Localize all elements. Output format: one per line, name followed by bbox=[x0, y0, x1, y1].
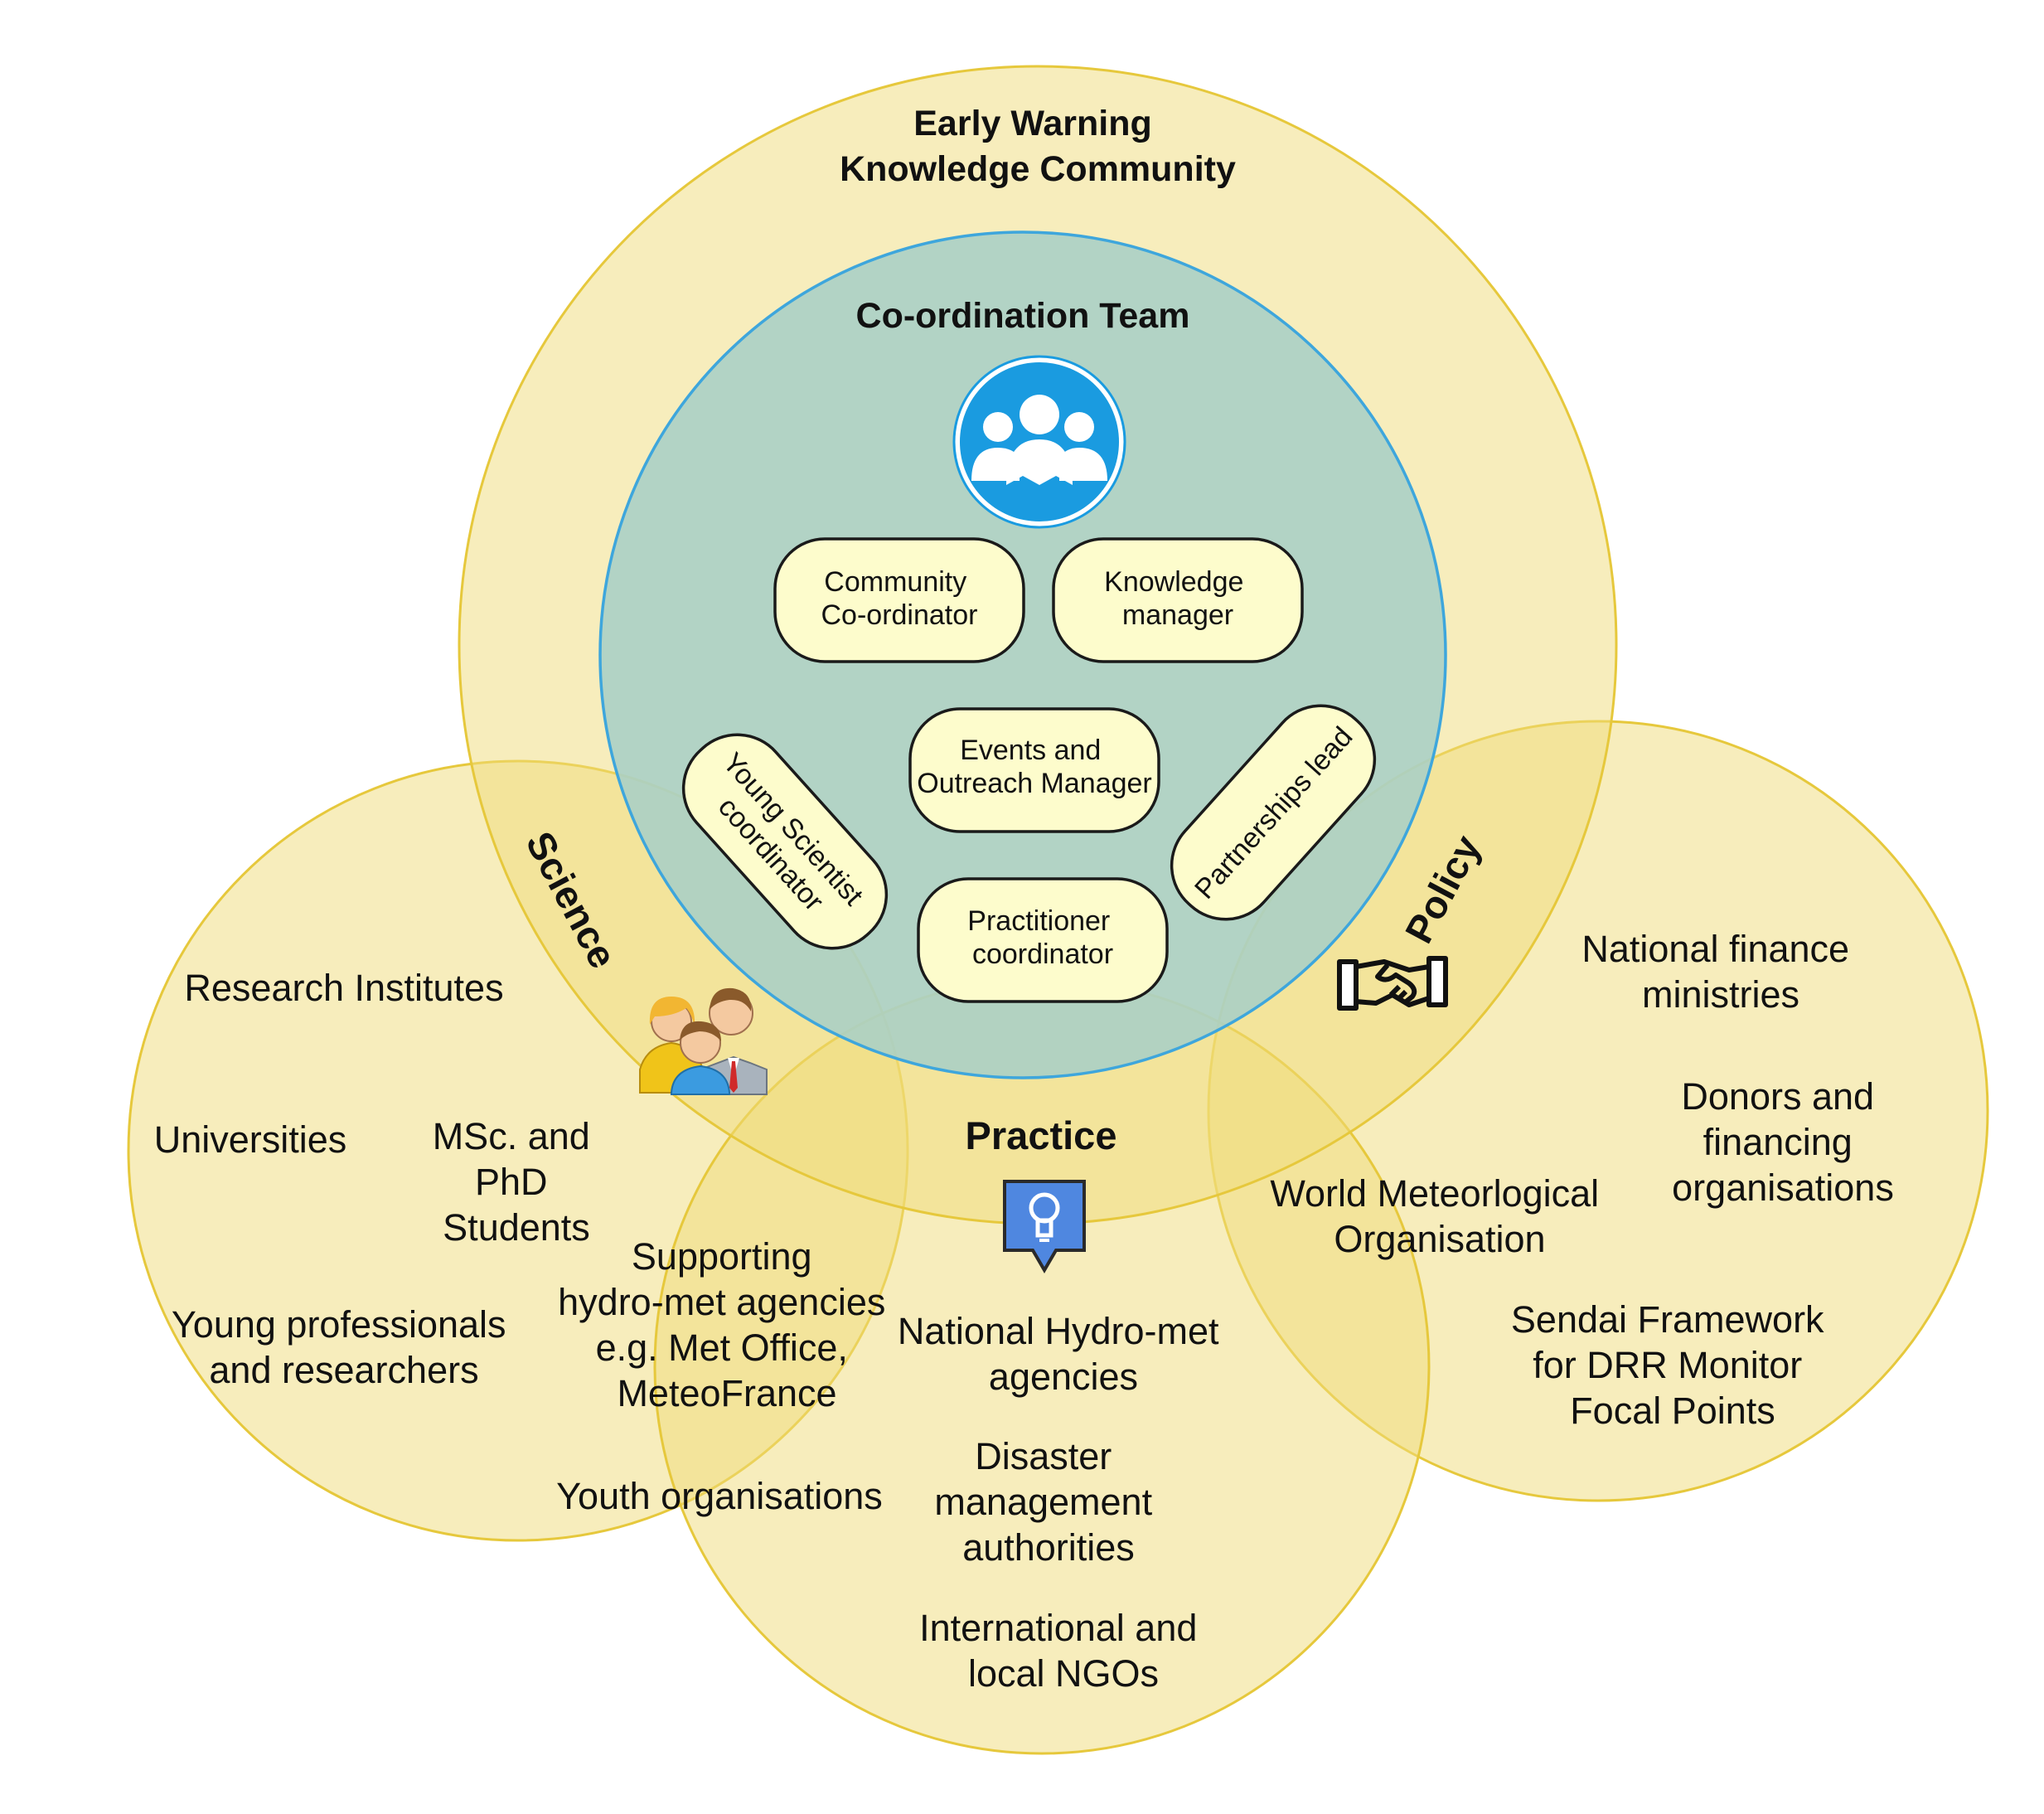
member-disaster-management: Disaster management authorities bbox=[934, 1435, 1162, 1569]
member-research-institutes: Research Institutes bbox=[184, 967, 503, 1009]
svg-text:Events and Outreach Mana: Events and Outreach Manager bbox=[917, 735, 1152, 799]
community-title-line: Knowledge Community bbox=[840, 149, 1236, 189]
role-label-line: Community bbox=[824, 566, 966, 598]
svg-text:Practitioner coordinator: Practitioner coordinator bbox=[967, 905, 1117, 970]
role-events-outreach-manager: Events and Outreach Manager bbox=[908, 707, 1160, 833]
role-label-line: manager bbox=[1122, 599, 1233, 631]
role-label-line: Co-ordinator bbox=[821, 599, 978, 631]
people-group-icon bbox=[639, 987, 768, 1095]
team-group-icon bbox=[952, 355, 1126, 529]
svg-text:Community Co-ordinator: Community Co-ordinator bbox=[821, 566, 978, 631]
coordination-team-title: Co-ordination Team bbox=[856, 296, 1190, 336]
member-national-hydromet: National Hydro-met agencies bbox=[898, 1310, 1229, 1398]
member-wmo: World Meteorlogical Organisation bbox=[1270, 1172, 1609, 1260]
role-knowledge-manager: Knowledge manager bbox=[1052, 537, 1304, 663]
member-national-finance: National finance ministries bbox=[1581, 928, 1859, 1016]
role-label-line: Outreach Manager bbox=[917, 768, 1152, 799]
member-young-professionals: Young professionals and researchers bbox=[172, 1303, 516, 1391]
role-label-line: Practitioner bbox=[967, 905, 1110, 937]
lightbulb-marker-icon bbox=[1003, 1180, 1086, 1273]
svg-text:Knowledge manager: Knowledge manager bbox=[1104, 566, 1252, 631]
handshake-icon bbox=[1337, 956, 1448, 1011]
role-community-coordinator: Community Co-ordinator bbox=[773, 537, 1025, 663]
community-title: Early Warning Knowledge Community bbox=[840, 104, 1236, 189]
member-msc-phd-students: MSc. and PhD Students bbox=[433, 1115, 601, 1249]
role-label-line: Events and bbox=[960, 735, 1101, 766]
member-youth-organisations: Youth organisations bbox=[556, 1475, 883, 1517]
role-label-line: Knowledge bbox=[1104, 566, 1243, 598]
community-title-line: Early Warning bbox=[913, 104, 1152, 143]
member-supporting-hydromet: Supporting hydro-met agencies e.g. Met O… bbox=[558, 1235, 896, 1414]
member-sendai-focal-points: Sendai Framework for DRR Monitor Focal P… bbox=[1511, 1298, 1834, 1432]
member-donors: Donors and financing organisations bbox=[1672, 1075, 1894, 1209]
member-universities: Universities bbox=[154, 1118, 347, 1161]
practice-label: Practice bbox=[966, 1113, 1117, 1157]
member-ngos: International and local NGOs bbox=[919, 1607, 1208, 1695]
role-label-line: coordinator bbox=[972, 939, 1113, 970]
role-practitioner-coordinator: Practitioner coordinator bbox=[917, 877, 1169, 1003]
